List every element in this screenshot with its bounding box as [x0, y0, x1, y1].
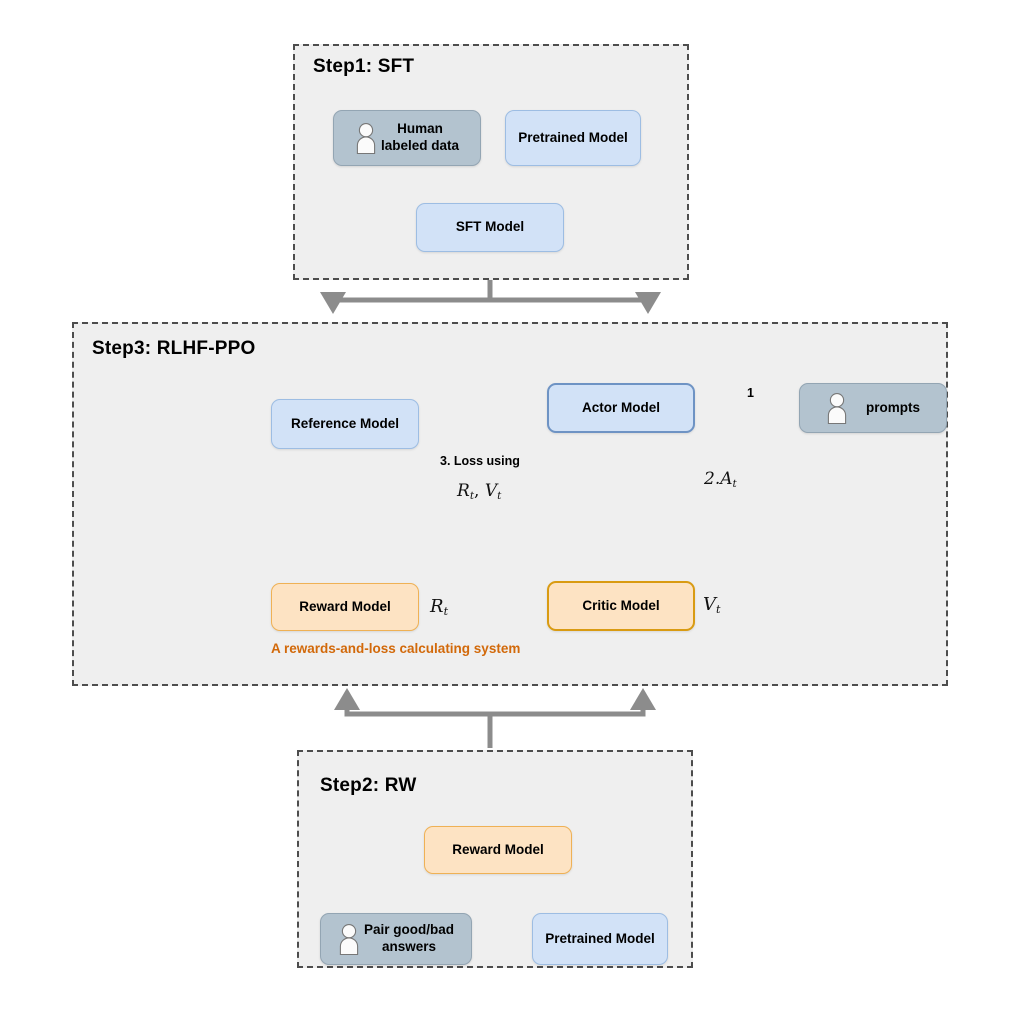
node-prompts[interactable]: prompts [799, 383, 947, 433]
node-pair-answers[interactable]: Pair good/bad answers [320, 913, 472, 965]
node-human-labeled-data[interactable]: Human labeled data [333, 110, 481, 166]
loss-sep: , [474, 481, 485, 501]
step3-title: Step3: RLHF-PPO [92, 338, 256, 359]
reward-output-sub: t [443, 605, 449, 619]
loss-label-line2: Rt, Vt [457, 481, 501, 502]
node-label: Pair good/bad answers [363, 922, 454, 954]
step3-panel [72, 322, 948, 686]
node-label: Reward Model [452, 841, 544, 857]
node-label: Human labeled data [380, 121, 460, 153]
reward-output-main: R [430, 596, 444, 617]
node-reward-model-step2[interactable]: Reward Model [424, 826, 572, 874]
node-pretrained-model-step1[interactable]: Pretrained Model [505, 110, 641, 166]
node-label: Reward Model [299, 598, 391, 614]
person-icon [355, 121, 377, 155]
node-label: Actor Model [581, 399, 660, 415]
edge-label-actor-to-critic: 2.At [704, 469, 737, 490]
node-label: Reference Model [290, 415, 400, 431]
node-critic-model[interactable]: Critic Model [547, 581, 695, 631]
critic-output-main: V [703, 594, 716, 615]
edge-label-actor-to-critic-sub: t [732, 477, 737, 490]
node-sft-model[interactable]: SFT Model [416, 203, 564, 252]
critic-output-sub: t [716, 603, 721, 617]
loss-vt-sub: t [497, 489, 502, 502]
step1-title: Step1: SFT [313, 56, 415, 77]
step1-to-step3-connector [319, 279, 661, 315]
node-pretrained-model-step2[interactable]: Pretrained Model [532, 913, 668, 965]
node-reward-model-step3[interactable]: Reward Model [271, 583, 419, 631]
loss-rt-main: R [457, 481, 470, 501]
node-label: Critic Model [582, 597, 660, 613]
reward-output-label: Rt [430, 596, 448, 618]
node-label: Pretrained Model [518, 129, 628, 145]
node-label: Pretrained Model [545, 930, 655, 946]
node-label: SFT Model [455, 219, 525, 235]
step2-title: Step2: RW [320, 775, 417, 796]
loss-vt-main: V [484, 481, 498, 501]
loss-rt-sub: t [469, 489, 475, 502]
edge-label-prompts-to-actor: 1 [747, 386, 754, 400]
edge-label-actor-to-critic-main: 2.A [704, 469, 733, 489]
person-icon [826, 391, 848, 425]
critic-output-label: Vt [703, 594, 720, 616]
node-actor-model[interactable]: Actor Model [547, 383, 695, 433]
node-reference-model[interactable]: Reference Model [271, 399, 419, 449]
step2-to-step3-connector [334, 687, 657, 748]
person-icon [338, 922, 360, 956]
node-label: prompts [866, 399, 920, 415]
rewards-and-loss-system-caption: A rewards-and-loss calculating system [271, 641, 521, 656]
loss-label-line1: 3. Loss using [440, 454, 520, 468]
